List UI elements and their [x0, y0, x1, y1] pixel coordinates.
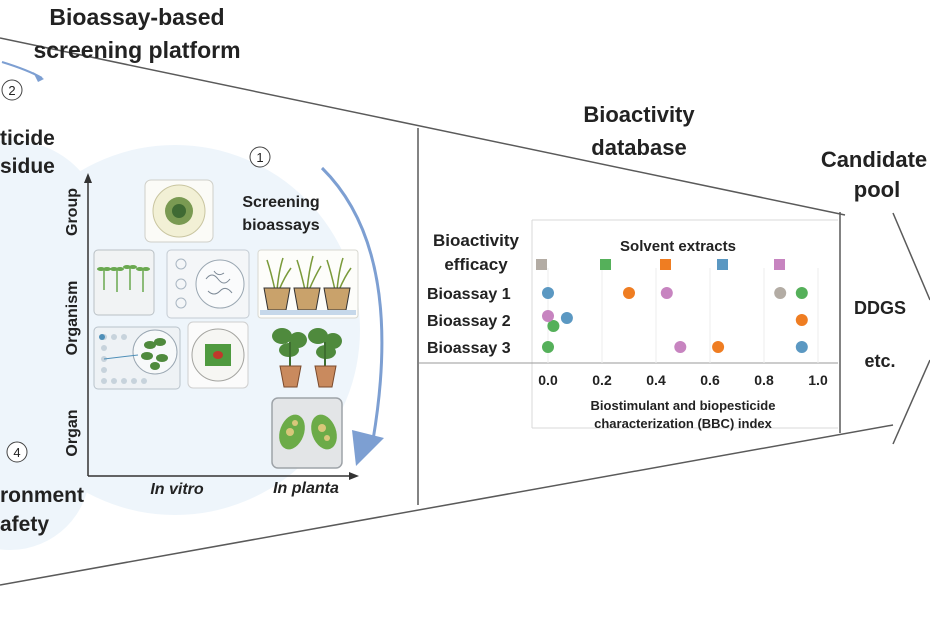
chart-points	[542, 287, 808, 353]
x-tick-label: 0.2	[592, 372, 612, 388]
data-point	[547, 320, 560, 332]
tomato-pots-illustration	[272, 328, 342, 388]
data-point	[674, 341, 687, 353]
loop-arrowhead-top	[33, 72, 44, 82]
step-4-circle	[6, 441, 28, 463]
screening-label-line2: bioassays	[242, 217, 319, 234]
environment-safety-line2: afety	[0, 513, 49, 536]
multiwell-plate-illustration	[93, 326, 181, 390]
legend-swatch	[660, 259, 671, 270]
chart-tick-labels: 0.0 0.2 0.4 0.6 0.8 1.0	[538, 372, 828, 388]
category-label: Bioassay 1	[427, 286, 511, 303]
step-1-number: 1	[256, 150, 263, 165]
data-point	[623, 287, 635, 299]
y-label-organ: Organ	[64, 409, 81, 456]
candidate-item-ddgs: DDGS	[854, 298, 906, 318]
platform-title-line1: Bioassay-based	[49, 4, 224, 30]
solvent-extracts-label: Solvent extracts	[620, 238, 736, 255]
screening-label-line1: Screening	[242, 194, 319, 211]
candidate-item-etc: etc.	[864, 351, 895, 371]
petri-dish-fungus-illustration	[144, 179, 214, 243]
step-4-number: 4	[13, 445, 20, 460]
x-tick-label: 0.6	[700, 372, 720, 388]
funnel-outline	[0, 37, 930, 586]
step-1-circle	[249, 146, 271, 168]
platform-title-line2: screening platform	[33, 37, 240, 63]
x-label-in-vitro: In vitro	[150, 481, 204, 498]
seedling-tray-illustration	[93, 249, 155, 316]
data-point	[542, 341, 554, 353]
step-2-circle	[1, 79, 23, 101]
legend-swatch	[536, 259, 547, 270]
legend-swatch	[774, 259, 785, 270]
nematode-dish-illustration	[166, 249, 250, 319]
x-label-in-planta: In planta	[273, 480, 339, 497]
chart-xlabel-line1: Biostimulant and biopesticide	[591, 398, 776, 413]
legend-swatch	[717, 259, 728, 270]
x-tick-label: 0.4	[646, 372, 666, 388]
candidate-title-line2: pool	[854, 177, 900, 202]
screening-flow-arrowhead	[352, 430, 384, 466]
data-point	[660, 287, 673, 299]
data-point	[542, 310, 554, 322]
efficacy-label-line1: Bioactivity	[433, 231, 520, 250]
x-tick-label: 0.0	[538, 372, 558, 388]
chart-category-labels: Bioassay 1 Bioassay 2 Bioassay 3	[427, 286, 511, 357]
step-2-number: 2	[8, 83, 15, 98]
database-title-line2: database	[591, 135, 686, 160]
legend-swatch	[600, 259, 611, 270]
y-axis-arrowhead	[84, 173, 92, 183]
bbc-chart-frame	[531, 219, 838, 429]
data-point	[774, 287, 787, 299]
category-label: Bioassay 2	[427, 313, 511, 330]
data-point	[795, 287, 808, 299]
data-point	[560, 312, 573, 324]
x-tick-label: 0.8	[754, 372, 774, 388]
environment-safety-line1: ronment	[0, 484, 84, 507]
data-point	[542, 287, 554, 299]
candidate-title-line1: Candidate	[821, 147, 927, 172]
screening-matrix-axes	[87, 180, 352, 477]
data-point	[795, 314, 808, 326]
efficacy-label-line2: efficacy	[444, 255, 508, 274]
y-label-group: Group	[64, 188, 81, 236]
x-axis-arrowhead	[349, 472, 359, 480]
pesticide-residue-line1: ticide	[0, 127, 55, 150]
chart-xlabel-line2: characterization (BBC) index	[594, 416, 772, 431]
leaf-disc-insect-illustration	[187, 321, 249, 389]
data-point	[795, 341, 808, 353]
x-tick-label: 1.0	[808, 372, 828, 388]
wheat-pots-illustration	[257, 249, 359, 319]
data-point	[712, 341, 725, 353]
database-title-line1: Bioactivity	[583, 102, 695, 127]
y-label-organism: Organism	[64, 281, 81, 356]
chart-legend	[536, 259, 785, 270]
pesticide-residue-line2: sidue	[0, 155, 55, 178]
category-label: Bioassay 3	[427, 340, 511, 357]
detached-leaf-illustration	[271, 397, 343, 469]
screening-flow-arrow	[320, 166, 384, 441]
